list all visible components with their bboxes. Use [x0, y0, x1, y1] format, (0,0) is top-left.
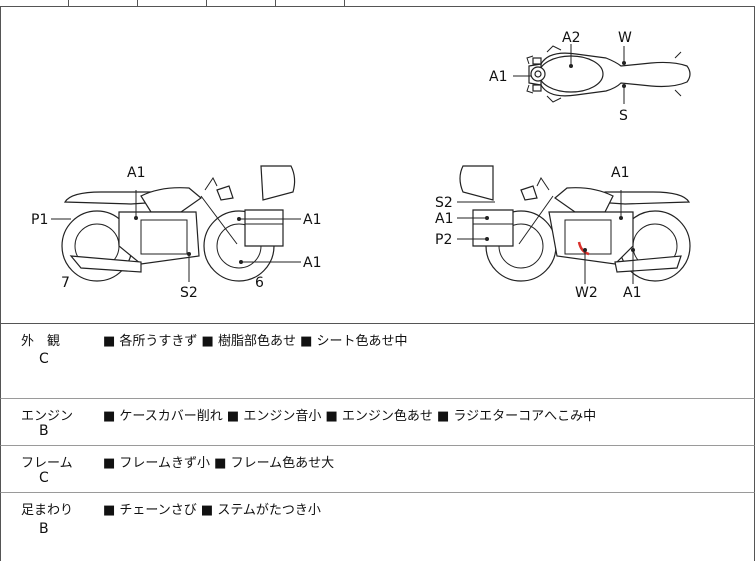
label-7: 7	[61, 275, 70, 291]
label-a1: A1	[303, 255, 321, 271]
label-p2: P2	[435, 232, 452, 248]
label-a1: A1	[127, 165, 145, 181]
motorcycle-diagram: A1 A2 W S A1 P1 A1 A1 7 S2 6	[31, 30, 691, 301]
label-w2: W2	[575, 285, 598, 301]
label-a2: A2	[562, 30, 580, 46]
label-a1: A1	[623, 285, 641, 301]
condition-row-suspension: 足まわり B ■ チェーンさび ■ ステムがたつき小	[0, 493, 755, 561]
table-divider	[344, 0, 345, 6]
condition-diagram: A1 A2 W S A1 P1 A1 A1 7 S2 6	[0, 6, 755, 324]
label-p1: P1	[31, 212, 48, 228]
condition-row-exterior: 外 観 C ■ 各所うすきず ■ 樹脂部色あせ ■ シート色あせ中	[0, 324, 755, 399]
row-grade: C	[39, 351, 49, 367]
row-category: 足まわり	[21, 503, 74, 518]
table-divider	[68, 0, 69, 6]
label-a1: A1	[303, 212, 321, 228]
row-grade: B	[39, 521, 49, 537]
row-grade: B	[39, 423, 49, 439]
label-s2: S2	[435, 195, 453, 211]
label-6: 6	[255, 275, 264, 291]
condition-row-engine: エンジン B ■ ケースカバー削れ ■ エンジン音小 ■ エンジン色あせ ■ ラ…	[0, 399, 755, 446]
motorcycle-right-view: S2 A1 P2 A1 W2 A1	[435, 165, 691, 301]
row-description: ■ フレームきず小 ■ フレーム色あせ大	[103, 456, 335, 471]
row-category: エンジン	[21, 409, 74, 424]
row-grade: C	[39, 470, 49, 486]
label-s2: S2	[180, 285, 198, 301]
label-w: W	[618, 30, 632, 46]
damage-mark	[577, 241, 590, 256]
row-category: フレーム	[21, 456, 73, 471]
row-category: 外 観	[21, 334, 61, 349]
top-table-strip	[0, 0, 755, 7]
row-description: ■ チェーンさび ■ ステムがたつき小	[103, 503, 321, 518]
label-a1: A1	[489, 69, 507, 85]
condition-row-frame: フレーム C ■ フレームきず小 ■ フレーム色あせ大	[0, 446, 755, 493]
row-description: ■ 各所うすきず ■ 樹脂部色あせ ■ シート色あせ中	[103, 334, 408, 349]
motorcycle-left-view: A1 P1 A1 A1 7 S2 6	[31, 165, 321, 301]
label-a1: A1	[435, 211, 453, 227]
table-divider	[206, 0, 207, 6]
motorcycle-top-view: A1 A2 W S	[489, 30, 691, 124]
label-a1: A1	[611, 165, 629, 181]
label-s: S	[619, 108, 628, 124]
table-divider	[275, 0, 276, 6]
row-description: ■ ケースカバー削れ ■ エンジン音小 ■ エンジン色あせ ■ ラジエターコアへ…	[103, 409, 597, 424]
table-divider	[137, 0, 138, 6]
